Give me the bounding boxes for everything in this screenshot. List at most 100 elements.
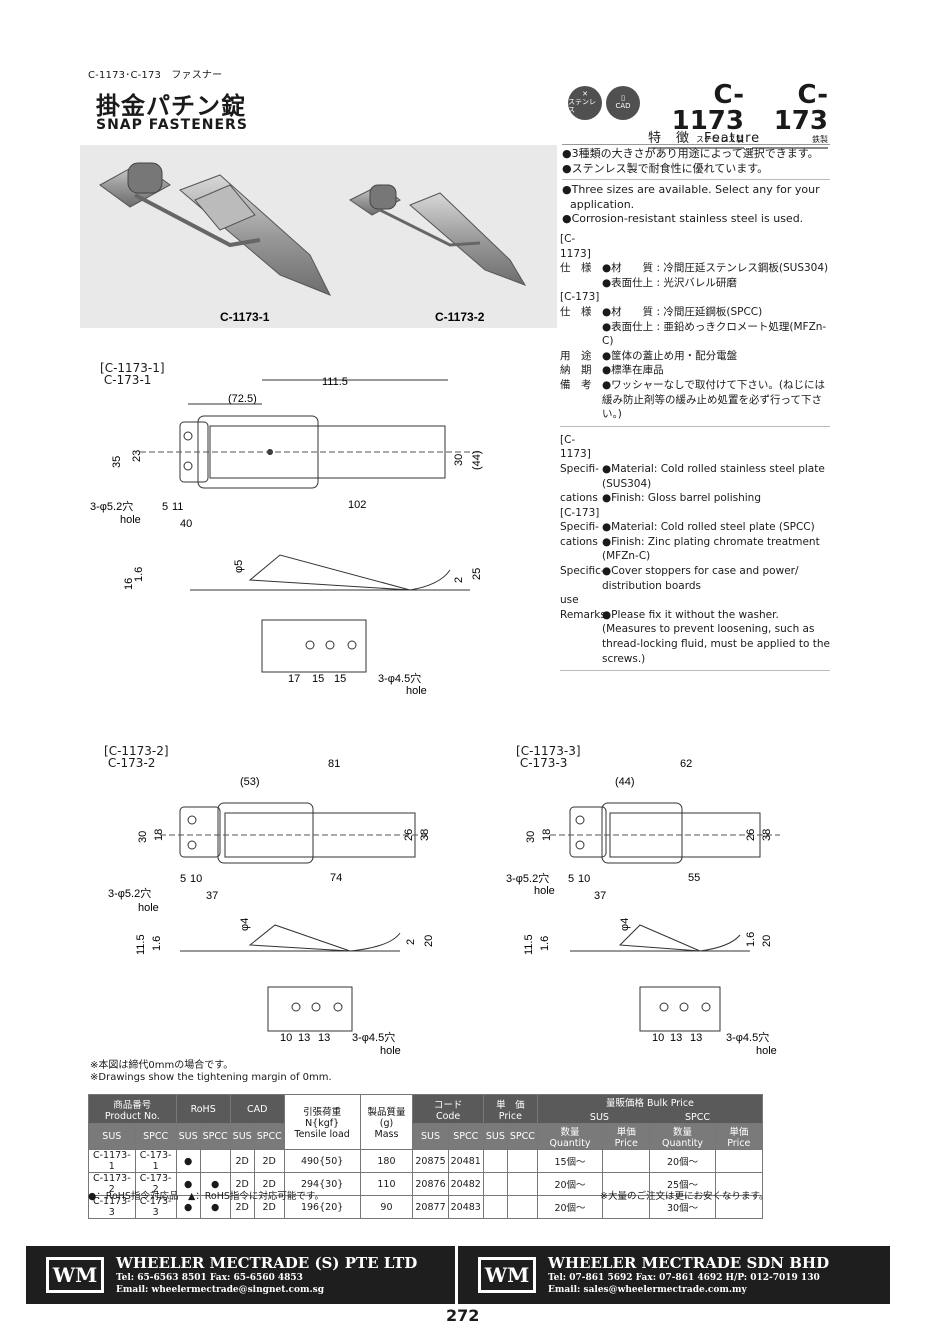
th-rohs: RoHS [175,1094,231,1124]
svg-text:55: 55 [688,872,700,884]
svg-text:26: 26 [745,829,757,841]
svg-text:13: 13 [670,1032,682,1044]
th-cad: CAD [229,1094,285,1124]
rohs-legend: ●：RoHS指令対応品 ▲：RoHS指令に対応可能です。 [88,1191,324,1202]
star-icon: ✕ [582,90,588,99]
svg-text:3-φ4.5穴: 3-φ4.5穴 [378,671,421,685]
svg-text:18: 18 [153,829,165,841]
svg-text:11.5: 11.5 [523,934,535,955]
svg-text:hole: hole [534,885,555,897]
feature-jp-1: ●3種類の大きさがあり用途によって選択できます。 [562,147,819,160]
svg-text:16: 16 [123,578,135,590]
svg-text:74: 74 [330,872,342,884]
svg-text:2: 2 [453,577,465,583]
svg-text:17: 17 [288,673,300,685]
cad-badge: ▯ CAD [606,86,640,120]
svg-text:37: 37 [206,890,218,902]
svg-text:35: 35 [111,456,123,468]
drawing-3-label: [C-1173-3] C-173-3 [516,744,581,770]
fastener-large-image [99,162,332,296]
feature-heading: 特 徴 Feature [648,131,761,146]
svg-text:11: 11 [172,501,183,513]
svg-text:3-φ4.5穴: 3-φ4.5穴 [352,1030,395,1044]
svg-text:1.6: 1.6 [745,932,757,947]
svg-text:62: 62 [680,758,692,770]
svg-text:38: 38 [419,829,431,841]
svg-text:1.6: 1.6 [133,567,145,582]
page-number: 272 [446,1306,480,1325]
footer-company-my: WM WHEELER MECTRADE SDN BHD Tel: 07-861 … [458,1246,890,1304]
svg-text:(53): (53) [240,776,260,788]
document-icon: ▯ [621,94,625,103]
svg-text:18: 18 [541,829,553,841]
model-c173: C-173 鉄製 [752,82,828,149]
svg-text:10: 10 [190,873,202,885]
feature-en-1: ●Three sizes are available. Select any f… [562,183,820,211]
svg-text:5: 5 [568,873,574,885]
specifications: [C-1173] 仕 様●材 質 : 冷間圧延ステンレス鋼板(SUS304) ●… [560,232,830,677]
svg-text:13: 13 [690,1032,702,1044]
svg-text:1.6: 1.6 [539,936,551,951]
svg-text:3-φ4.5穴: 3-φ4.5穴 [726,1030,769,1044]
feature-en-2: ●Corrosion-resistant stainless steel is … [562,212,804,225]
svg-text:3-φ5.2穴: 3-φ5.2穴 [506,871,549,885]
svg-text:(44): (44) [615,776,635,788]
company-logo-icon: WM [46,1257,104,1293]
drawing-1: 111.5 (72.5) 35 23 30 (44) 3-φ5.2穴 hole … [90,376,483,697]
svg-text:φ4: φ4 [619,918,631,931]
page-subtitle: SNAP FASTENERS [96,117,248,133]
svg-text:13: 13 [318,1032,330,1044]
svg-text:102: 102 [348,499,366,511]
svg-text:3-φ5.2穴: 3-φ5.2穴 [90,499,133,513]
svg-text:5: 5 [162,501,168,513]
model-c1173: C-1173 ステンレス製 [648,82,744,149]
svg-text:38: 38 [761,829,773,841]
svg-text:hole: hole [380,1045,401,1057]
svg-text:30: 30 [137,831,149,843]
footer: WM WHEELER MECTRADE (S) PTE LTD Tel: 65-… [26,1246,890,1304]
svg-text:37: 37 [594,890,606,902]
svg-text:30: 30 [453,454,465,466]
svg-text:25: 25 [471,568,483,580]
divider [562,144,830,145]
svg-text:10: 10 [578,873,590,885]
svg-text:5: 5 [180,873,186,885]
svg-text:(44): (44) [471,450,483,470]
svg-text:hole: hole [120,514,141,526]
dim-111-5: 111.5 [322,376,348,388]
svg-text:3-φ5.2穴: 3-φ5.2穴 [108,886,151,900]
photo-label-2: C-1173-2 [435,310,485,324]
drawing-3: 62 (44) 30 18 26 38 5 10 55 3-φ5.2穴 hole… [506,758,780,1057]
svg-text:hole: hole [756,1045,777,1057]
drawing-2-label: [C-1173-2] C-173-2 [104,744,169,770]
svg-text:10: 10 [280,1032,292,1044]
product-photo: C-1173-1 C-1173-2 [80,145,557,328]
svg-text:26: 26 [403,829,415,841]
fastener-small-image [349,184,527,286]
dim-72-5: (72.5) [228,393,257,405]
svg-text:20: 20 [423,935,435,947]
breadcrumb: C-1173･C-173 ファスナー [88,70,223,81]
svg-text:hole: hole [406,685,427,697]
th-tensile: 引張荷重 N{kgf}Tensile load [283,1094,361,1150]
footer-company-sg: WM WHEELER MECTRADE (S) PTE LTD Tel: 65-… [26,1246,458,1304]
svg-text:15: 15 [334,673,346,685]
drawing-2: 81 (53) 30 18 26 38 5 10 74 3-φ5.2穴 hole… [108,758,435,1057]
drawing-notes: ※本図は締代0mmの場合です。 ※Drawings show the tight… [90,1060,332,1083]
svg-text:hole: hole [138,902,159,914]
page-title: 掛金パチン錠 [96,92,246,120]
svg-text:20: 20 [761,935,773,947]
svg-text:81: 81 [328,758,340,770]
svg-text:10: 10 [652,1032,664,1044]
svg-text:2: 2 [405,939,417,945]
svg-text:13: 13 [298,1032,310,1044]
svg-text:1.6: 1.6 [151,936,163,951]
svg-text:40: 40 [180,518,192,530]
